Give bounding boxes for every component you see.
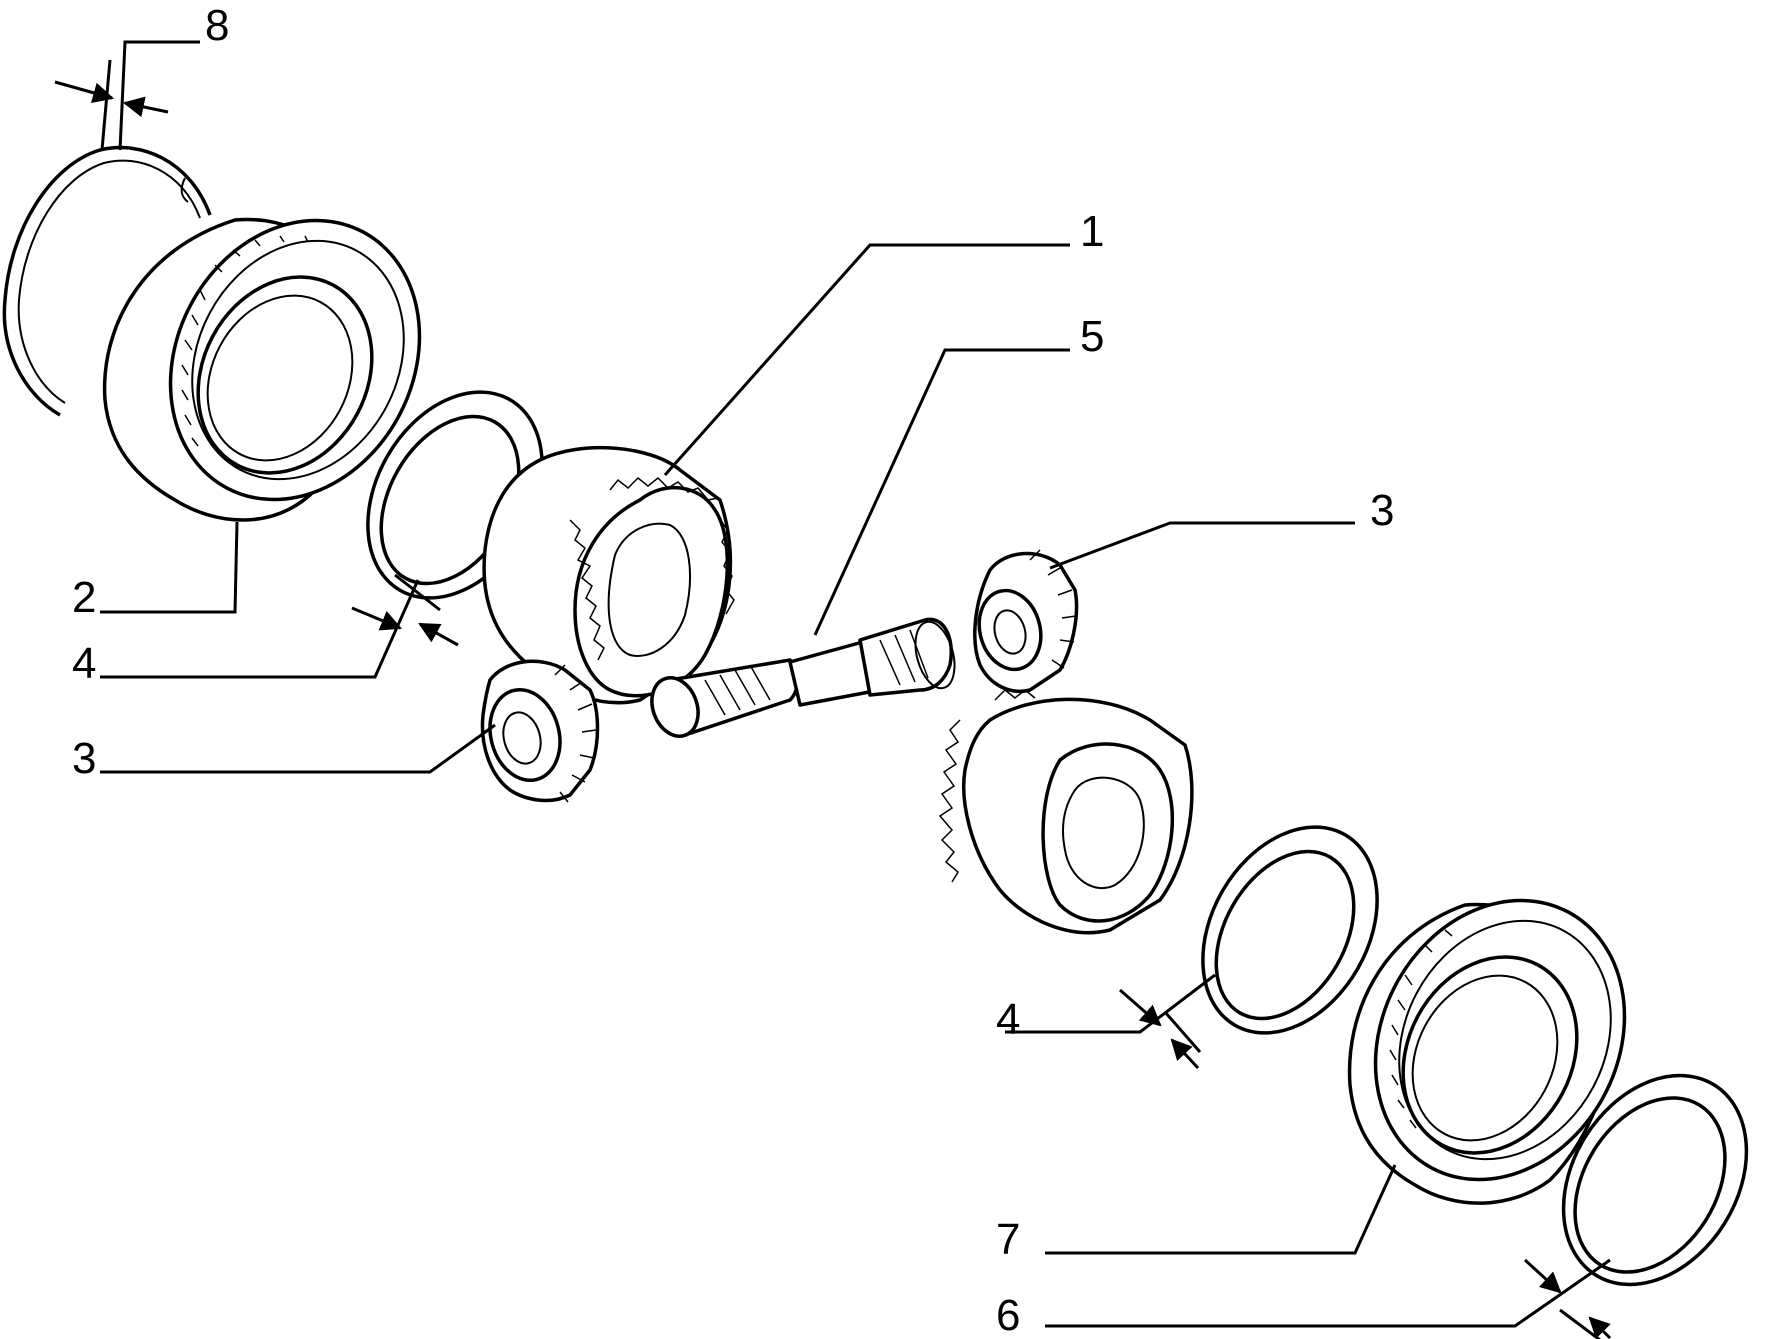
part-3-bevel-gear-right (973, 549, 1079, 693)
part-1-differential-case (482, 445, 735, 705)
callout-6: 6 (996, 1291, 1020, 1339)
callout-3-left: 3 (72, 734, 96, 783)
callout-5: 5 (1080, 312, 1104, 361)
callout-4-right: 4 (996, 995, 1020, 1044)
part-4-shim-right (1201, 825, 1379, 1035)
callout-7: 7 (996, 1215, 1020, 1264)
part-5-pinion-shaft (650, 617, 956, 738)
callout-8: 8 (205, 1, 229, 50)
callout-2: 2 (72, 573, 96, 622)
part-7-taper-bearing (1347, 898, 1627, 1205)
part-6-shim-ring (1561, 1073, 1749, 1287)
leader-lines (54, 40, 1612, 1339)
callout-1: 1 (1080, 207, 1104, 256)
callout-labels: 8 1 5 3 2 4 3 4 7 6 (72, 1, 1394, 1339)
callout-4-left: 4 (72, 639, 96, 688)
differential-housing-right-half (938, 688, 1194, 935)
callout-3-right: 3 (1370, 486, 1394, 535)
part-3-bevel-gear-left (480, 659, 600, 803)
part-2-taper-bearing (102, 217, 422, 522)
part-8-snap-ring (2, 145, 212, 417)
